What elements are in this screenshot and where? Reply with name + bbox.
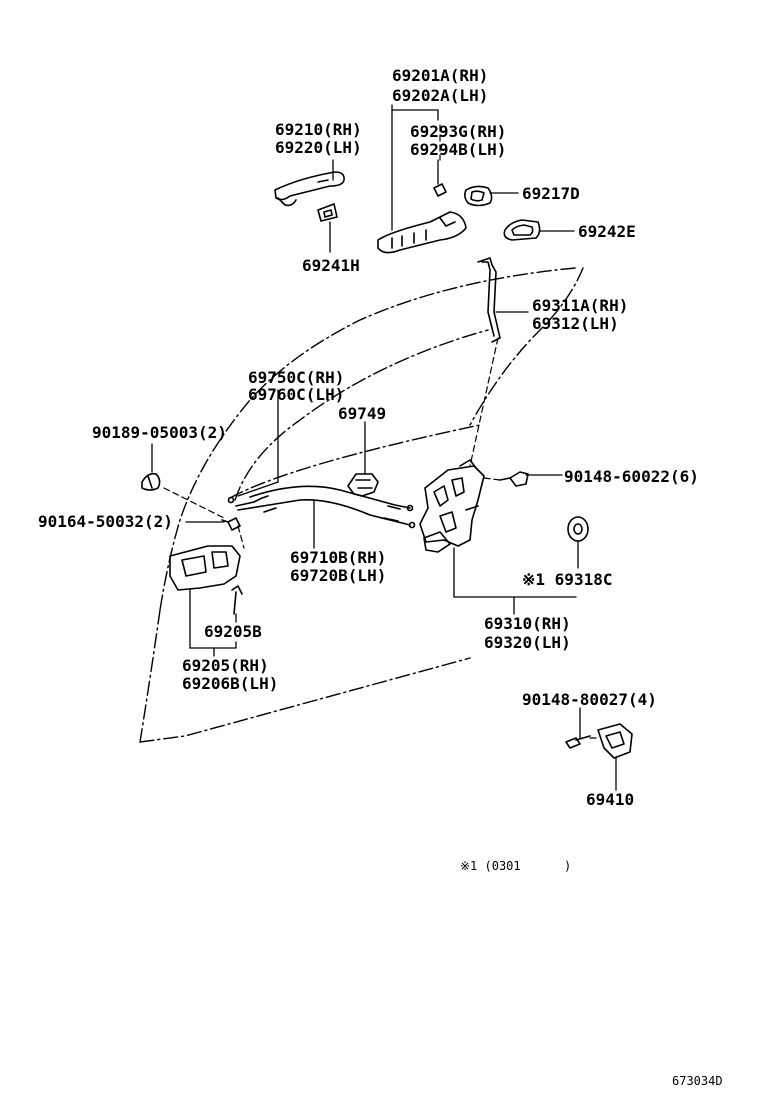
lock-rod-69311a [477,257,501,343]
washer-69318c [567,516,589,542]
part-label-69293g: 69293G(RH) [410,122,507,141]
part-label-69310: 69310(RH) [484,614,571,633]
part-label-69720b: 69720B(LH) [290,566,387,585]
key-cylinder-cover-69217d [464,185,493,207]
screw-90164 [221,517,241,531]
part-label-69206b: 69206B(LH) [182,674,279,693]
dashed-connectors [163,124,601,739]
handle-pad-69241h [317,203,338,222]
part-label-69312: 69312(LH) [532,314,619,333]
part-label-69311a: 69311A(RH) [532,296,629,315]
inside-handle-69205 [169,545,241,591]
screw-90148-60022 [499,471,529,487]
door-lock-69310 [419,459,485,553]
door-outline [139,267,584,743]
part-label-69202a: 69202A(LH) [392,86,489,105]
part-label-69749: 69749 [338,404,387,423]
part-label-69220: 69220(LH) [275,138,362,157]
screw-90189 [141,472,161,491]
part-label-69318c: ※1 69318C [522,570,613,589]
figure-code: 673034D [672,1074,723,1088]
part-label-69760c: 69760C(LH) [248,385,345,404]
part-label-69294b: 69294B(LH) [410,140,507,159]
part-label-69210: 69210(RH) [275,120,362,139]
part-label-69217d: 69217D [522,184,580,203]
footnote: ※1 (0301 ) [460,859,572,873]
cable-69710b [227,485,416,529]
striker-69410 [597,723,633,759]
part-label-69750c: 69750C(RH) [248,368,345,387]
screw-90148-80027 [565,735,591,749]
pad-69242e [503,219,541,241]
part-label-69410: 69410 [586,790,635,809]
part-label-90164: 90164-50032(2) [38,512,173,531]
part-label-90148-80027: 90148-80027(4) [522,690,657,709]
part-label-69320: 69320(LH) [484,633,571,652]
part-label-69241h: 69241H [302,256,360,275]
part-label-90189: 90189-05003(2) [92,423,227,442]
part-label-69201a: 69201A(RH) [392,66,489,85]
handle-assembly-69201a [377,183,467,254]
part-label-69205b: 69205B [204,622,262,641]
part-label-69242e: 69242E [578,222,636,241]
spring-69205b [231,585,243,615]
part-label-69205: 69205(RH) [182,656,269,675]
outside-handle-69210 [274,171,345,207]
part-label-90148-60022: 90148-60022(6) [564,467,699,486]
leader-lines [151,104,617,791]
clip-69749 [347,473,379,497]
part-label-69710b: 69710B(RH) [290,548,387,567]
